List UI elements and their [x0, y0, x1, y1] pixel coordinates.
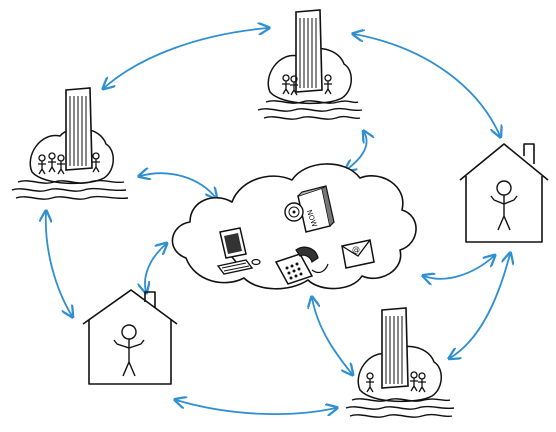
arrow-cloud-center-office-bottom-right — [312, 298, 352, 374]
office-bottom-right — [345, 307, 455, 418]
software-box-icon: NOW — [284, 185, 335, 233]
connection-arrows — [46, 28, 510, 414]
arrow-cloud-center-office-top — [346, 132, 367, 170]
stick-figure-icon — [366, 371, 426, 393]
office-top — [257, 9, 363, 120]
email-envelope-icon: @ — [341, 239, 375, 269]
arrow-office-top-home-right — [354, 34, 500, 136]
office-left — [11, 87, 129, 200]
envelope-at-symbol: @ — [352, 245, 360, 254]
desk-telephone-icon — [274, 246, 329, 285]
arrow-office-left-home-bottom-left — [46, 212, 72, 316]
house-icon — [459, 143, 549, 243]
arrow-home-bottom-left-office-bottom-right — [176, 400, 336, 414]
stick-figure-icon — [38, 152, 100, 175]
home-right — [459, 143, 549, 243]
office-tower-on-island-icon — [345, 307, 455, 418]
arrow-cloud-center-home-right — [424, 256, 494, 279]
stick-figure-icon — [282, 74, 332, 96]
arrow-cloud-center-home-bottom-left — [145, 244, 166, 292]
office-tower-on-island-icon — [11, 87, 129, 200]
cloud-center: @ NOW — [171, 163, 417, 290]
office-tower-on-island-icon — [257, 9, 363, 120]
home-bottom-left — [82, 289, 178, 385]
arrow-home-right-office-bottom-right — [450, 254, 510, 358]
arrow-office-top-office-left — [104, 28, 268, 88]
arrow-cloud-center-office-left — [140, 173, 216, 198]
stick-figure-icon — [490, 180, 518, 231]
house-icon — [82, 289, 178, 385]
desktop-computer-icon — [216, 227, 261, 275]
stick-figure-icon — [113, 324, 145, 377]
